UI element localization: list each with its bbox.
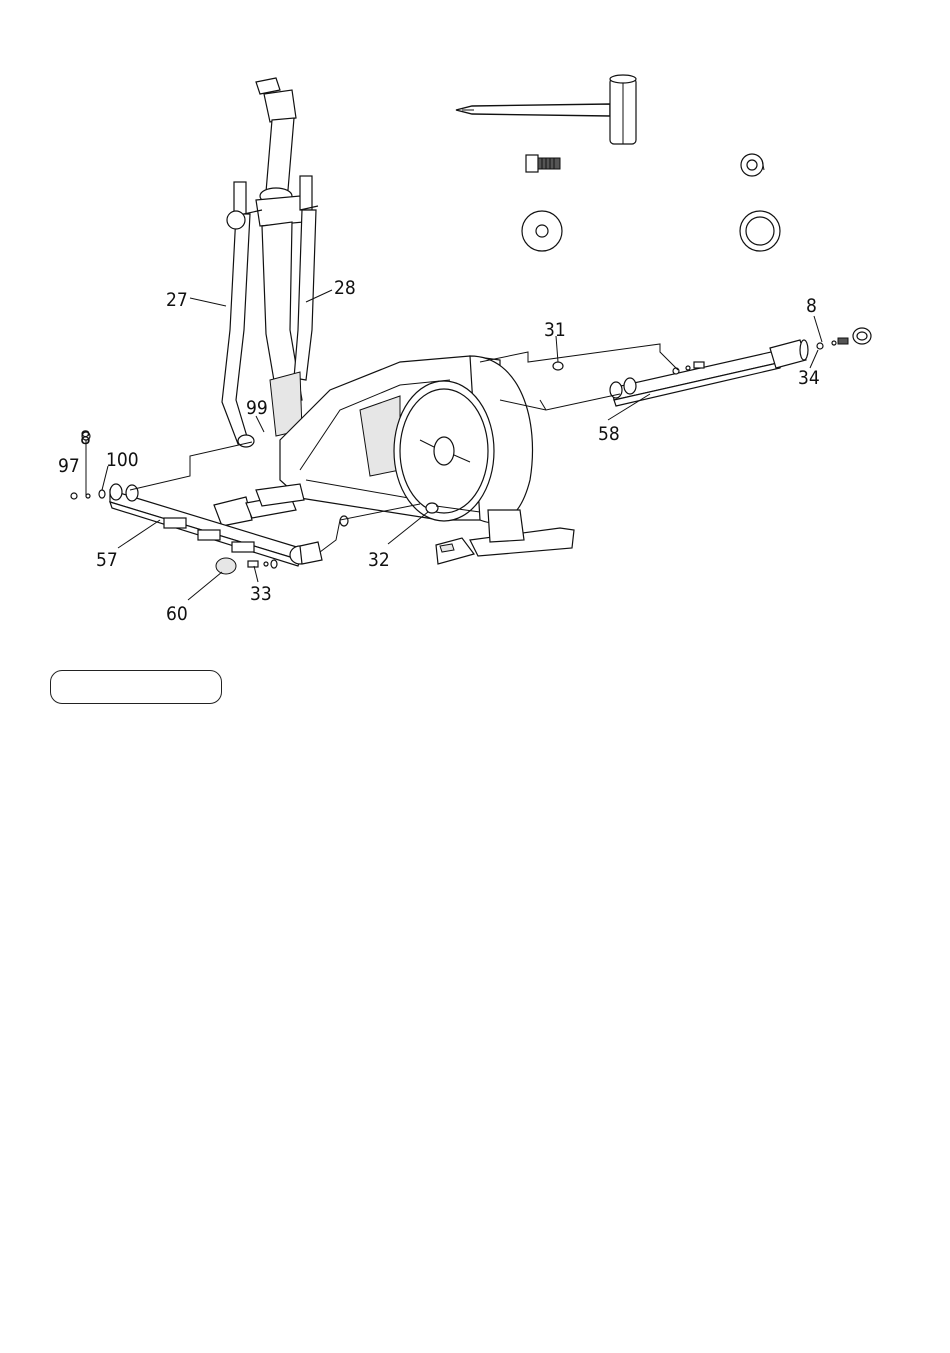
callout-28: 28 (334, 277, 356, 299)
bolt-33 (248, 560, 277, 568)
flat-washer-icon (522, 211, 562, 251)
right-pedal-rail-58 (610, 340, 808, 406)
callout-8-left: 8 (80, 427, 91, 449)
callout-33: 33 (250, 583, 272, 605)
handlebar-pivot-bushing (238, 435, 254, 447)
washer-32 (340, 516, 348, 526)
callout-99: 99 (246, 397, 268, 419)
front-stabilizer (214, 484, 304, 526)
end-cap-60 (216, 558, 236, 574)
multi-tool-icon (456, 75, 636, 144)
curved-washer-icon (740, 211, 780, 251)
bolt-icon (526, 155, 560, 172)
callout-97: 97 (58, 455, 80, 477)
callout-57: 57 (96, 549, 118, 571)
callout-100: 100 (106, 449, 139, 471)
flywheel (394, 381, 494, 521)
callout-31: 31 (544, 319, 566, 341)
callout-32: 32 (368, 549, 390, 571)
callout-34: 34 (798, 367, 820, 389)
spring-washer-icon (741, 154, 764, 176)
callout-58: 58 (598, 423, 620, 445)
washer-31 (553, 362, 563, 370)
callout-27: 27 (166, 289, 188, 311)
callout-60: 60 (166, 603, 188, 625)
callout-8-right: 8 (806, 295, 817, 317)
step-label-box (50, 670, 222, 704)
